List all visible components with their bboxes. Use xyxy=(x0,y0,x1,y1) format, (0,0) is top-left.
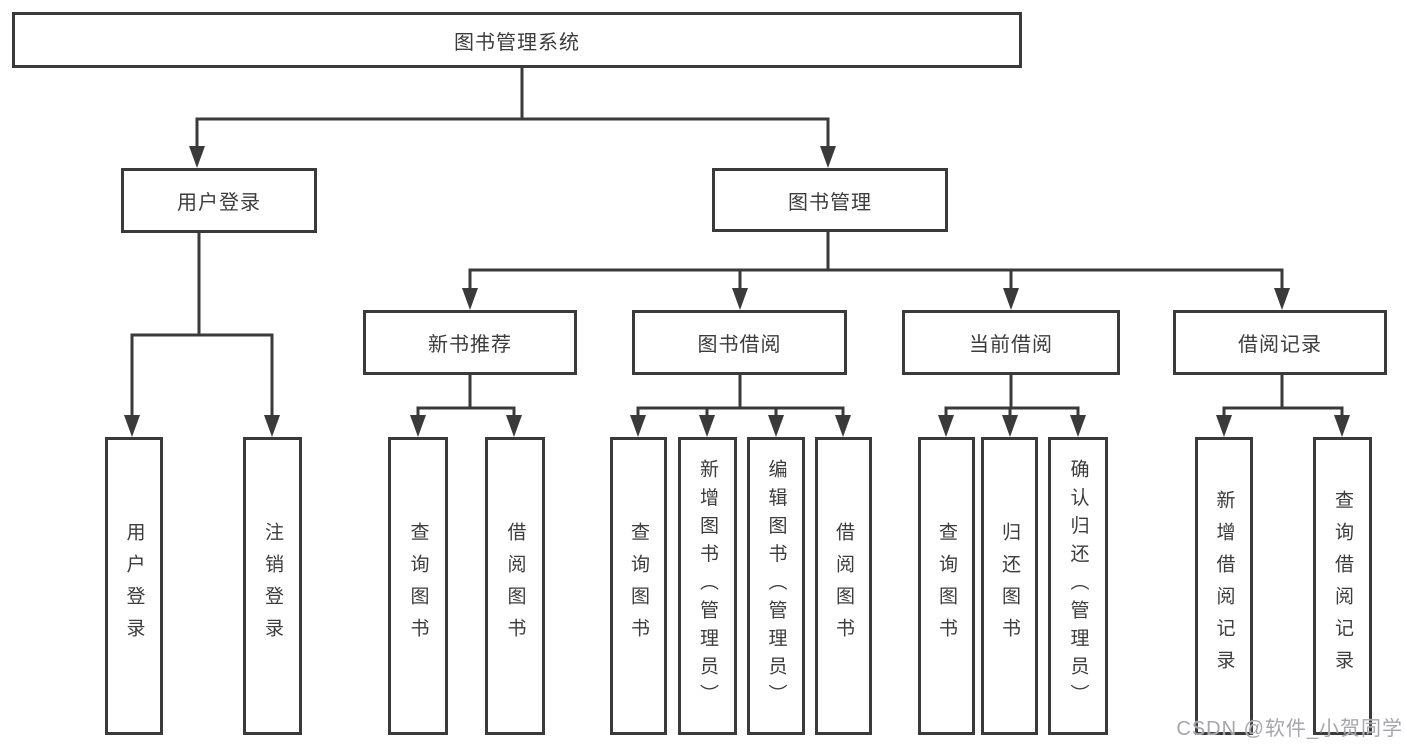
leaf-borrow-books: 借阅图书 xyxy=(815,437,872,735)
arrow-icon xyxy=(462,288,478,310)
node-label: 图书管理 xyxy=(788,191,872,214)
arrow-icon xyxy=(1002,415,1018,437)
connector-login-bar xyxy=(130,333,274,421)
node-label: 查询图书 xyxy=(407,522,429,650)
node-label: 当前借阅 xyxy=(969,334,1053,356)
leaf-query-books-borrow: 查询图书 xyxy=(610,437,667,735)
arrow-icon xyxy=(506,415,522,437)
node-label: 图书管理系统 xyxy=(454,31,580,54)
connector-borrow-bar xyxy=(636,406,845,421)
node-borrow-record: 借阅记录 xyxy=(1173,310,1387,375)
arrowheads xyxy=(124,146,1350,437)
leaf-confirm-return-admin: 确认归还（管理员） xyxy=(1048,437,1108,735)
node-label: 新书推荐 xyxy=(428,334,512,356)
node-label: 编辑图书（管理员） xyxy=(765,459,787,713)
arrow-icon xyxy=(820,146,836,168)
node-user-login: 用户登录 xyxy=(121,168,317,233)
leaf-add-borrow-record: 新增借阅记录 xyxy=(1195,437,1253,735)
leaf-edit-books-admin: 编辑图书（管理员） xyxy=(747,437,805,735)
leaf-return-books: 归还图书 xyxy=(981,437,1038,735)
arrow-icon xyxy=(1216,415,1232,437)
leaf-query-books-recommend: 查询图书 xyxy=(388,437,448,735)
node-label: 注销登录 xyxy=(262,522,283,650)
arrow-icon xyxy=(835,415,851,437)
arrow-icon xyxy=(410,415,426,437)
node-label: 查询图书 xyxy=(628,522,649,650)
node-label: 查询借阅记录 xyxy=(1332,490,1353,682)
leaf-user-login: 用户登录 xyxy=(105,437,163,735)
node-label: 借阅图书 xyxy=(833,522,854,650)
node-label: 图书借阅 xyxy=(697,334,782,356)
node-new-book-recommend: 新书推荐 xyxy=(363,310,577,375)
csdn-watermark: CSDN @软件_小贺同学 xyxy=(1176,718,1403,740)
arrow-icon xyxy=(124,415,140,437)
arrow-icon xyxy=(630,415,646,437)
leaf-logout: 注销登录 xyxy=(243,437,302,735)
node-book-management: 图书管理 xyxy=(712,168,948,232)
node-root-system: 图书管理系统 xyxy=(12,12,1022,68)
arrow-icon xyxy=(768,415,784,437)
arrow-icon xyxy=(1070,415,1086,437)
node-label: 确认归还（管理员） xyxy=(1067,459,1089,713)
node-label: 用户登录 xyxy=(123,522,145,650)
node-current-borrow: 当前借阅 xyxy=(902,310,1120,375)
arrow-icon xyxy=(1274,288,1290,310)
node-label: 归还图书 xyxy=(999,522,1020,650)
node-label: 用户登录 xyxy=(177,192,261,214)
connector-newbook-bar xyxy=(416,406,516,421)
node-book-borrow: 图书借阅 xyxy=(632,310,847,375)
node-label: 借阅记录 xyxy=(1238,334,1322,356)
arrow-icon xyxy=(1334,415,1350,437)
connector-mgmt-bar xyxy=(468,268,1284,294)
arrow-icon xyxy=(699,415,715,437)
arrow-icon xyxy=(732,288,748,310)
connector-current-bar xyxy=(944,406,1080,421)
arrow-icon xyxy=(1003,288,1019,310)
node-label: 查询图书 xyxy=(936,522,957,650)
node-label: 借阅图书 xyxy=(504,522,526,650)
arrow-icon xyxy=(938,415,954,437)
connector-root-bar xyxy=(195,117,830,152)
arrow-icon xyxy=(189,146,205,168)
node-label: 新增图书（管理员） xyxy=(697,459,718,713)
leaf-query-books-current: 查询图书 xyxy=(918,437,975,735)
leaf-borrow-books-recommend: 借阅图书 xyxy=(485,437,545,735)
arrow-icon xyxy=(264,415,280,437)
connector-record-bar xyxy=(1222,406,1344,421)
node-label: 新增借阅记录 xyxy=(1213,490,1235,682)
leaf-add-books-admin: 新增图书（管理员） xyxy=(678,437,737,735)
leaf-query-borrow-record: 查询借阅记录 xyxy=(1313,437,1372,735)
